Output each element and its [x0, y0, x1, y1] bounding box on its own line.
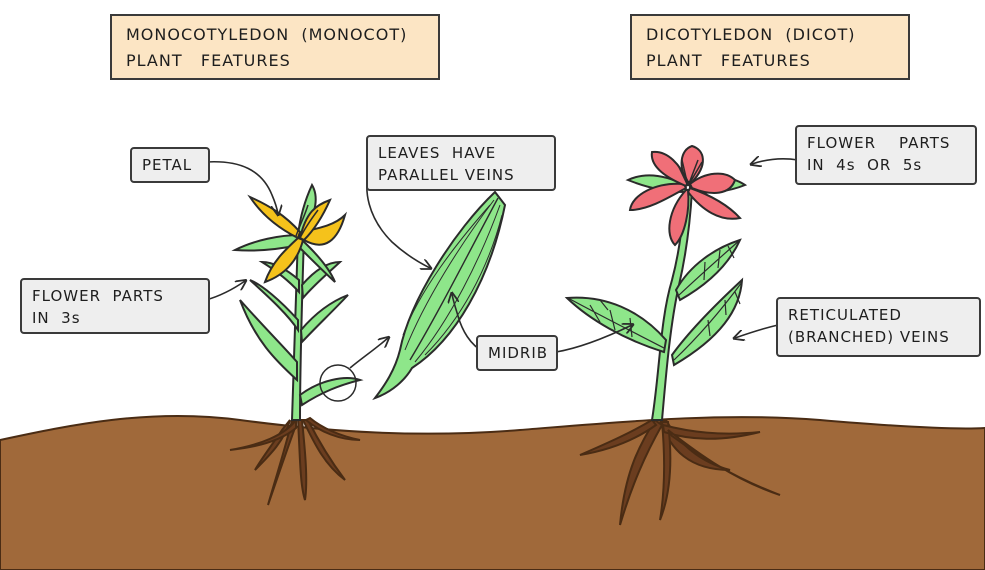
monocot-title-box: MONOCOTYLEDON (MONOCOT) PLANT FEATURES — [110, 14, 440, 80]
petal-label: PETAL — [130, 147, 210, 183]
dicot-title-box: DICOTYLEDON (DICOT) PLANT FEATURES — [630, 14, 910, 80]
monocot-flower-parts-label: FLOWER PARTS IN 3s — [20, 278, 210, 334]
parallel-veins-label: LEAVES HAVE PARALLEL VEINS — [366, 135, 556, 191]
midrib-label: MIDRIB — [476, 335, 558, 371]
soil-ground — [0, 416, 985, 570]
dicot-title-line-1: DICOTYLEDON (DICOT) — [646, 22, 894, 48]
monocot-title-line-2: PLANT FEATURES — [126, 48, 424, 74]
monocot-title-line-1: MONOCOTYLEDON (MONOCOT) — [126, 22, 424, 48]
reticulated-veins-label: RETICULATED (BRANCHED) VEINS — [776, 297, 981, 357]
dicot-flower-parts-label: FLOWER PARTS IN 4s OR 5s — [795, 125, 977, 185]
dicot-title-line-2: PLANT FEATURES — [646, 48, 894, 74]
